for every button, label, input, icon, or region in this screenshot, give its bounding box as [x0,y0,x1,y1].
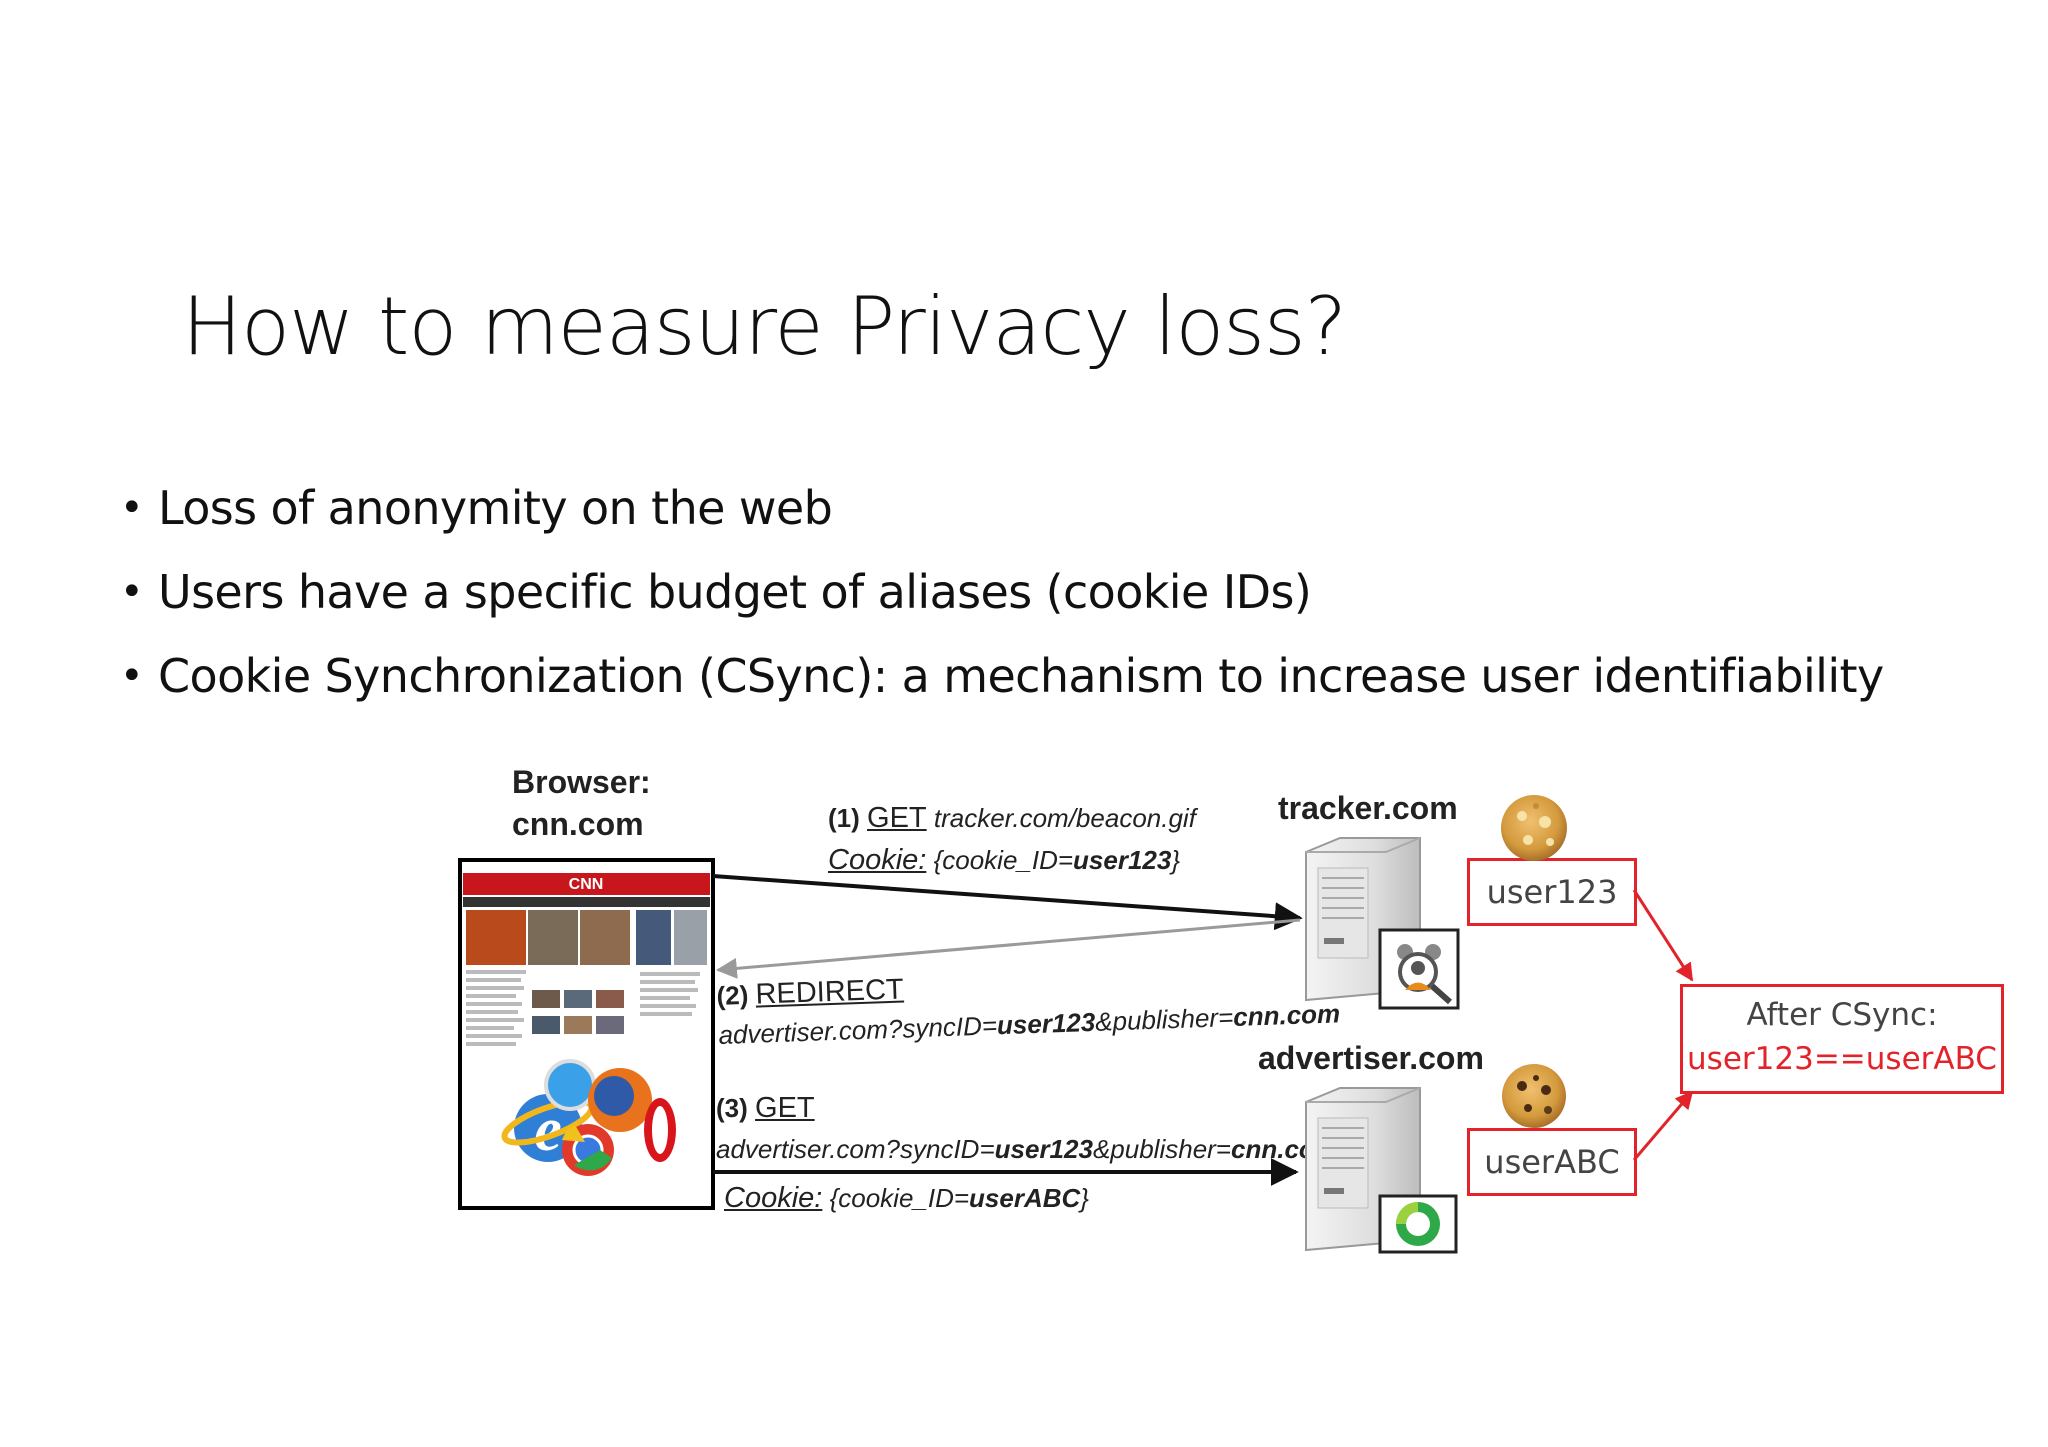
step1-cookie-label: Cookie: [828,844,927,876]
arrow-tracker-to-csync [1632,889,1694,982]
doubleclick-icon [1378,1194,1458,1254]
csync-equation: user123==userABC [1687,1041,1997,1077]
tracker-label: tracker.com [1278,790,1458,826]
browser-logos-icon: e [501,1059,676,1176]
step1-cookie-suffix: } [1171,845,1181,875]
step3-cookie-suffix: } [1080,1183,1089,1213]
csync-result-box: After CSync: user123==userABC [1680,984,2004,1094]
step3-url-prefix: advertiser.com?syncID= [716,1134,995,1164]
bullet-item: Users have a specific budget of aliases … [120,550,1884,634]
cnn-logo: CNN [569,876,604,893]
step1-cookie-prefix: {cookie_ID= [933,845,1074,875]
step1-number: (1) [828,803,860,833]
step3-cookie: Cookie: {cookie_ID=userABC} [724,1182,1089,1215]
browser-site-label: cnn.com [512,806,644,842]
step1-cookie-value: user123 [1073,845,1172,875]
arrow-step2 [715,918,1301,979]
cnn-header-bar [463,873,710,895]
advertiser-label: advertiser.com [1258,1040,1484,1076]
browser-label: Browser: [512,764,651,800]
csync-title: After CSync: [1746,997,1938,1033]
step1-method: GET [867,802,927,834]
cookie-icon [1502,1064,1566,1128]
thumbnail-grid [532,990,624,1034]
step1-url: tracker.com/beacon.gif [933,803,1196,833]
step3-cookie-label: Cookie: [724,1182,823,1214]
bullet-item: Cookie Synchronization (CSync): a mechan… [120,634,1884,718]
advertiser-id-box: userABC [1467,1128,1637,1196]
step1-request: (1) GET tracker.com/beacon.gif [828,802,1196,835]
step3-number: (3) [716,1093,748,1123]
cookie-icon [1501,795,1567,861]
step3-sync-id: user123 [994,1134,1093,1164]
step3-method: GET [755,1092,815,1124]
bullet-list: Loss of anonymity on the web Users have … [120,466,1884,718]
magnifier-user-icon [1378,928,1460,1010]
browser-window: CNN e [458,858,715,1210]
step1-cookie: Cookie: {cookie_ID=user123} [828,844,1180,877]
arrow-advertiser-to-csync [1632,1090,1694,1161]
step3-url-mid: &publisher= [1092,1134,1231,1164]
slide-title: How to measure Privacy loss? [182,280,1347,373]
bullet-item: Loss of anonymity on the web [120,466,1884,550]
step3-cookie-prefix: {cookie_ID= [829,1183,970,1213]
tracker-id-box: user123 [1467,858,1637,926]
arrow-step1 [712,874,1303,931]
step3-cookie-value: userABC [969,1183,1081,1213]
step3-request: (3) GET [716,1092,815,1125]
